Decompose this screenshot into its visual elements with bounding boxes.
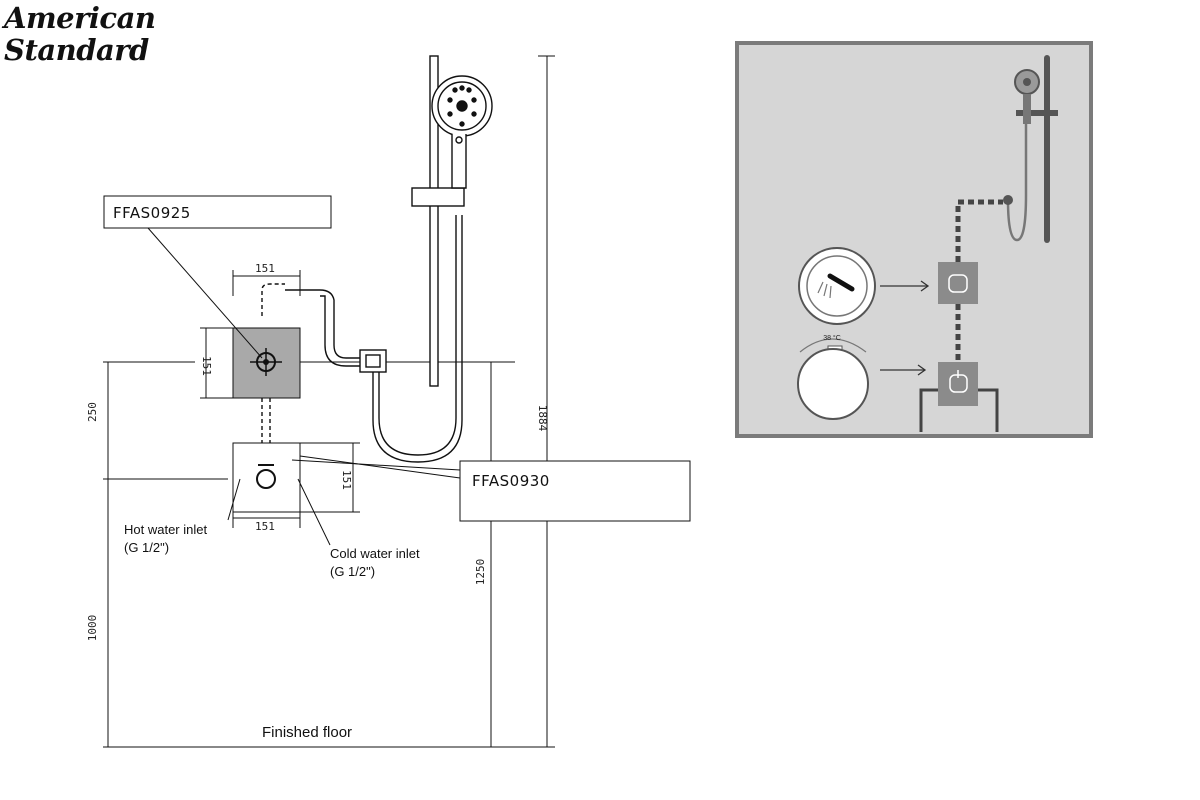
lower-model-label: FFAS0930 bbox=[472, 472, 550, 490]
dim-upper-height: 151 bbox=[200, 356, 213, 376]
shower-knob-icon bbox=[798, 247, 876, 325]
lower-valve-box bbox=[232, 442, 301, 513]
hot-inlet-label: Hot water inlet bbox=[124, 522, 207, 537]
dim-inlet-height: 1250 bbox=[474, 559, 487, 586]
upper-model-label: FFAS0925 bbox=[113, 204, 191, 222]
dim-overall-height: 1884 bbox=[536, 405, 549, 432]
cold-inlet-spec: (G 1/2") bbox=[330, 564, 375, 579]
thermostat-knob-icon bbox=[797, 338, 869, 420]
hand-shower-icon bbox=[411, 55, 493, 387]
pipework bbox=[261, 215, 463, 463]
dim-floor-to-inlet: 1000 bbox=[86, 615, 99, 642]
brand-line-2: Standard bbox=[4, 33, 149, 67]
upper-valve-box bbox=[232, 327, 301, 399]
dim-lower-width: 151 bbox=[255, 520, 275, 533]
floor-label: Finished floor bbox=[262, 724, 352, 741]
schematic-panel: 38 °C bbox=[735, 41, 1093, 438]
schematic-shower-icon bbox=[1003, 55, 1058, 243]
dim-box-spacing: 250 bbox=[86, 402, 99, 422]
temperature-label: 38 °C bbox=[823, 334, 841, 342]
hot-inlet-spec: (G 1/2") bbox=[124, 540, 169, 555]
cold-inlet-label: Cold water inlet bbox=[330, 546, 420, 561]
dim-lower-height: 151 bbox=[340, 470, 353, 490]
brand-logo: American Standard bbox=[4, 1, 156, 67]
callout-lines bbox=[103, 195, 691, 546]
brand-line-1: American bbox=[4, 1, 156, 35]
dim-upper-width: 151 bbox=[255, 262, 275, 275]
dimension-lines bbox=[103, 55, 555, 748]
